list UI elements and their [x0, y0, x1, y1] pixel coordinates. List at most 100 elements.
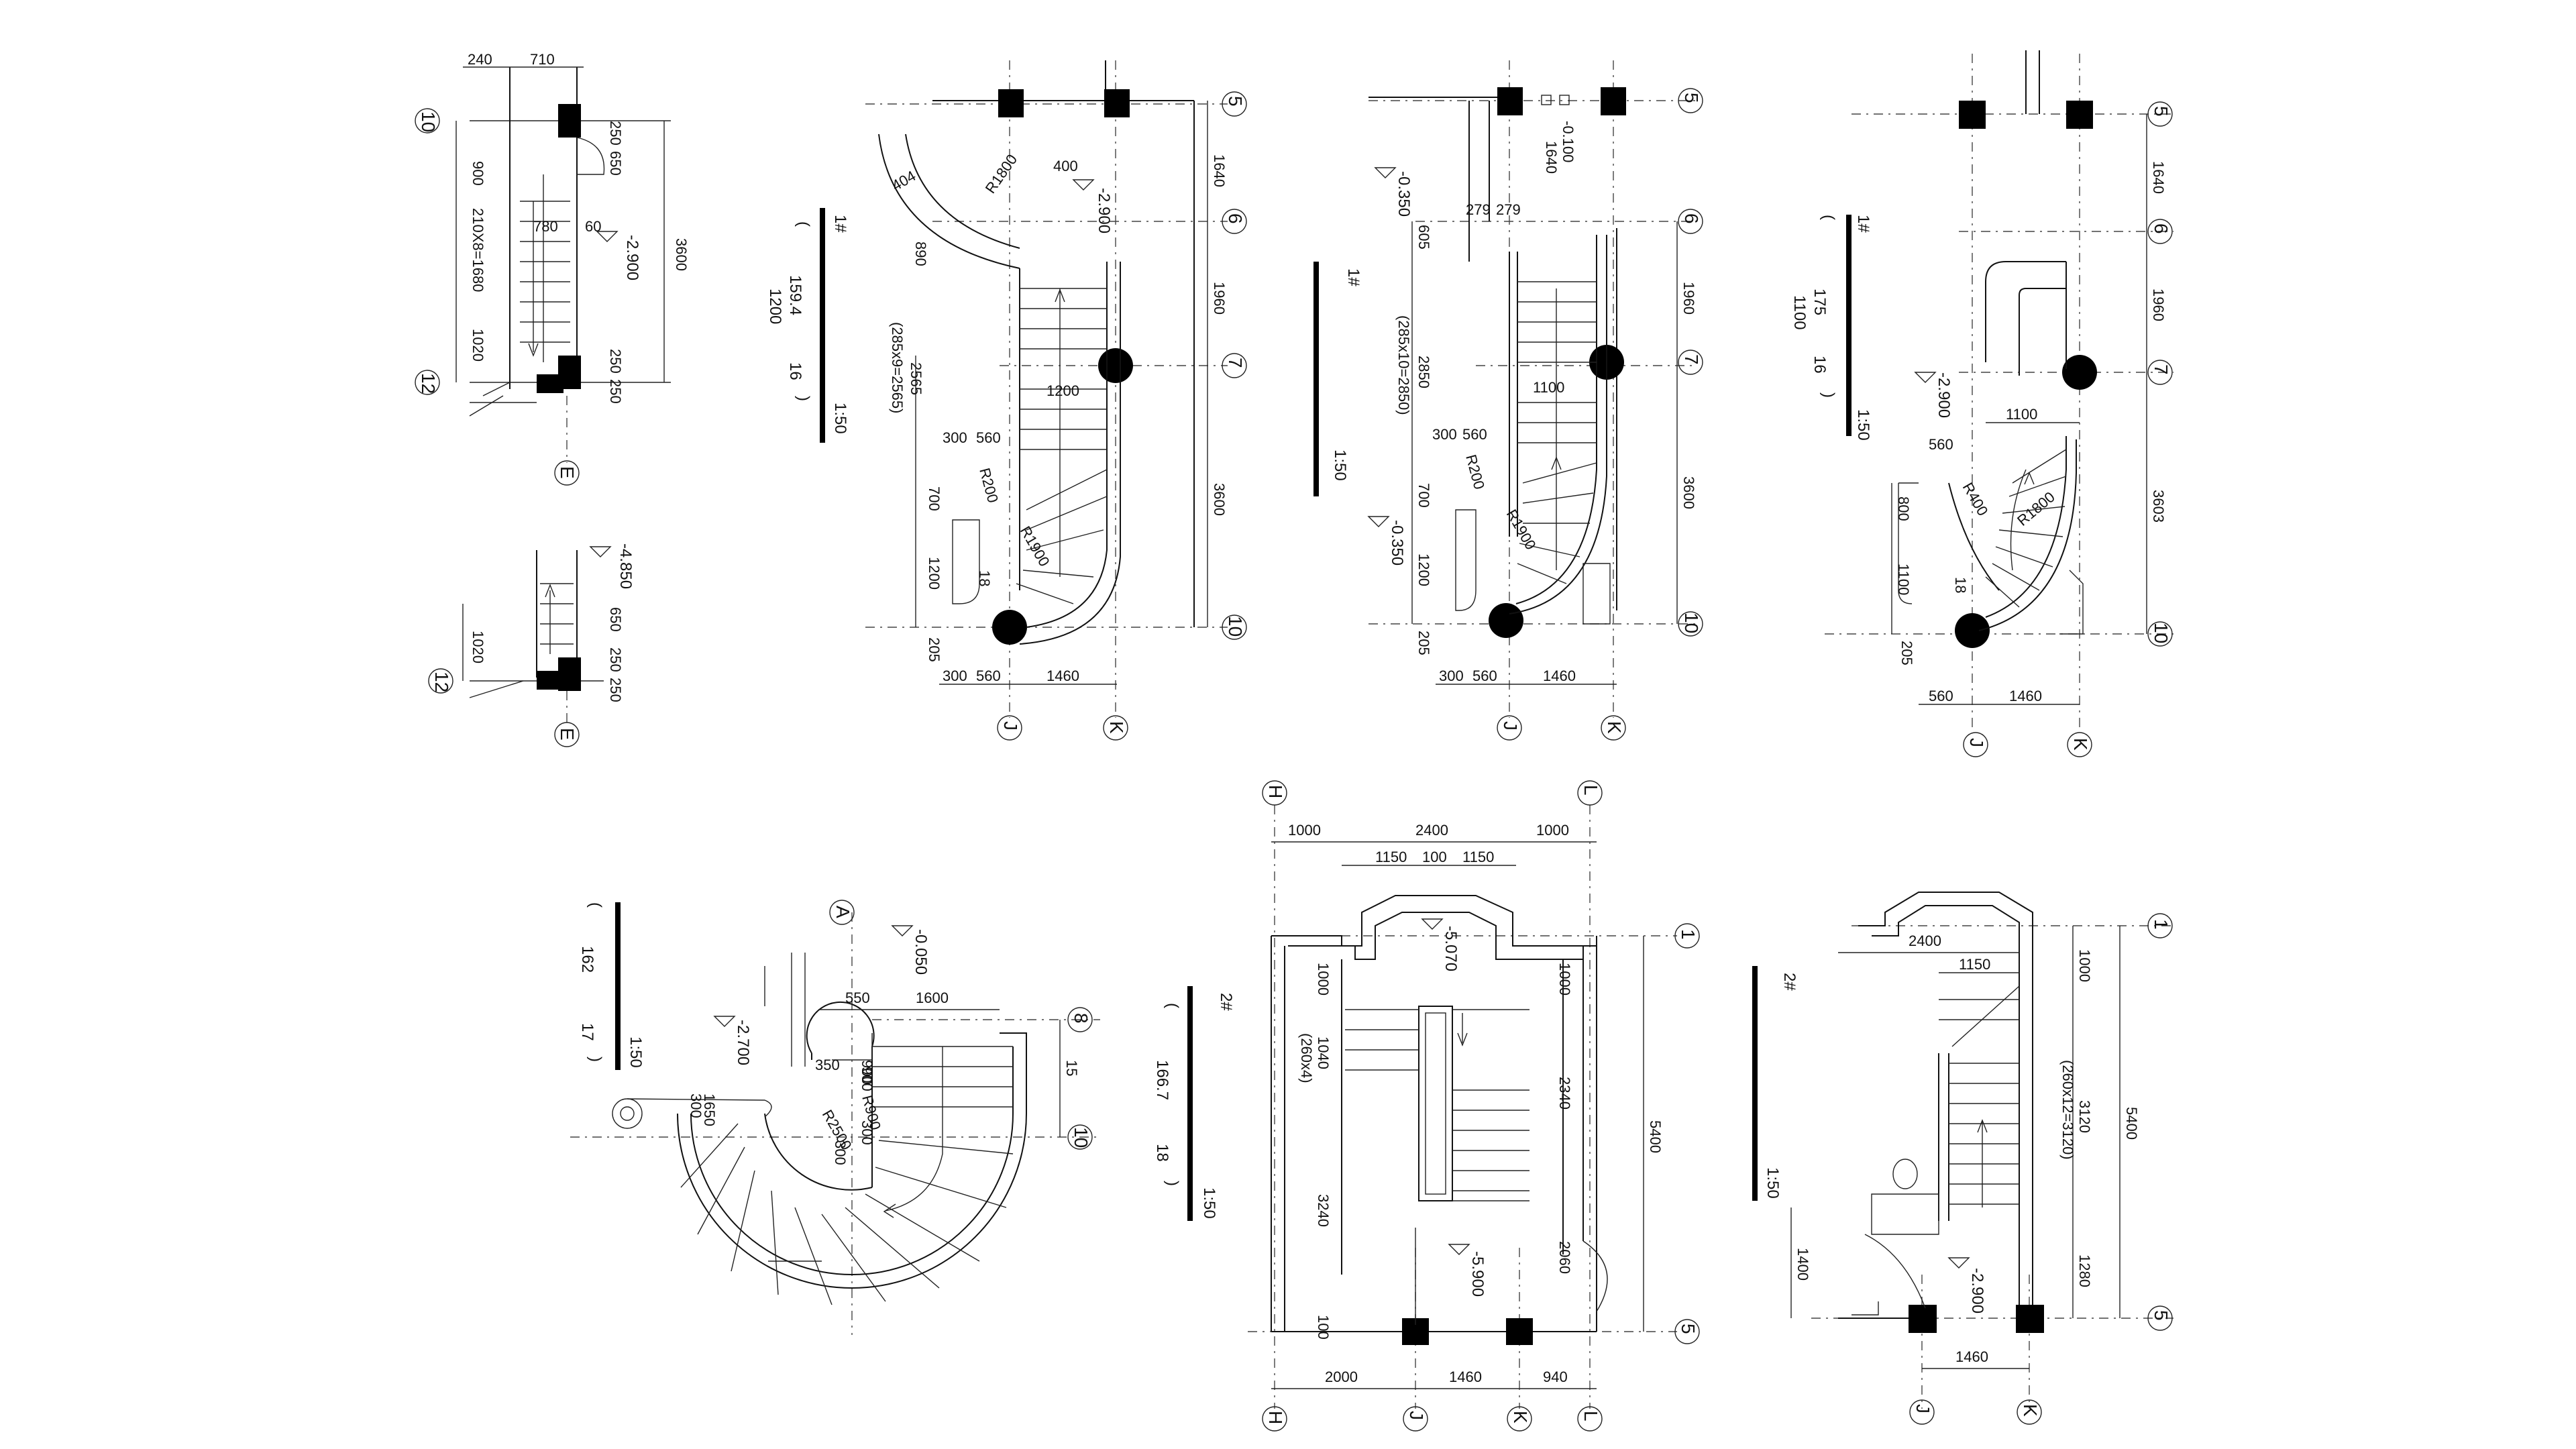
dim-text: 2060	[1556, 1241, 1573, 1274]
grid-bubble: 5	[1222, 91, 1247, 117]
dim-text: 710	[530, 51, 555, 68]
dim-text: 400	[1053, 158, 1078, 174]
svg-text:1:50: 1:50	[1200, 1187, 1218, 1219]
grid-bubble: 12	[428, 668, 453, 694]
dim-text: 1000	[1288, 822, 1321, 839]
svg-text:(: (	[586, 902, 604, 908]
svg-text:7: 7	[1681, 354, 1702, 365]
dim-text: 3600	[673, 238, 690, 271]
dim-text: 1960	[1211, 282, 1228, 315]
grid-bubble: 5	[1674, 1319, 1700, 1344]
stair-treads	[1016, 288, 1108, 604]
dim-text: 1640	[1211, 154, 1228, 187]
dim-text: (285x10=2850)	[1395, 315, 1412, 415]
column-mark	[2066, 101, 2093, 129]
svg-text:J: J	[1966, 738, 1987, 747]
svg-text:1#: 1#	[1344, 268, 1362, 286]
dim-text: 1000	[1315, 963, 1332, 996]
svg-text:16: 16	[786, 362, 804, 380]
dim-text: 3240	[1315, 1194, 1332, 1227]
svg-text:10: 10	[418, 111, 439, 132]
grid-bubble: 5	[2147, 101, 2173, 127]
dim-text: 1640	[1543, 141, 1560, 174]
grid-bubble: H	[1262, 1406, 1287, 1432]
svg-text:159.4: 159.4	[786, 275, 804, 315]
svg-text:6: 6	[1681, 213, 1702, 224]
dim-text: 900	[859, 1067, 875, 1091]
grid-bubble: K	[1103, 715, 1128, 741]
svg-text:5: 5	[2151, 106, 2171, 117]
dim-text: R1900	[1017, 523, 1053, 570]
svg-text:5: 5	[2151, 1310, 2171, 1321]
dim-text: 404	[889, 167, 918, 194]
dim-text: 900	[859, 1060, 875, 1085]
svg-text:175: 175	[1811, 288, 1829, 315]
svg-text:L: L	[1580, 1411, 1601, 1421]
dim-text: 18	[1952, 577, 1969, 593]
grid-bubble: 10	[1678, 611, 1703, 637]
svg-text:1#: 1#	[831, 215, 849, 233]
column-mark	[1909, 1305, 1937, 1333]
dim-text: 250	[607, 678, 624, 702]
dim-text: 700	[1415, 483, 1432, 508]
dim-text: 940	[1543, 1368, 1568, 1385]
column-mark	[2016, 1305, 2044, 1333]
dim-text: 15	[1063, 1060, 1080, 1076]
dim-text: 550	[845, 989, 870, 1006]
dim-text: 1150	[1462, 849, 1494, 865]
dim-text: 2400	[1415, 822, 1448, 839]
stair-treads	[1939, 999, 2019, 1205]
svg-text:1: 1	[2151, 919, 2171, 930]
dim-text: 605	[1415, 225, 1432, 250]
svg-text:E: E	[557, 466, 578, 479]
dim-text: 1000	[1536, 822, 1569, 839]
dim-text: 300	[1439, 667, 1464, 684]
svg-text:1:50: 1:50	[831, 402, 849, 434]
grid-bubble: K	[2017, 1399, 2042, 1425]
grid-bubble: 10	[1222, 614, 1247, 640]
svg-text:J: J	[1000, 721, 1021, 731]
svg-text:1200: 1200	[766, 288, 784, 324]
dim-text: R1800	[2014, 488, 2058, 529]
dim-text: 560	[976, 667, 1001, 684]
dim-text: 1100	[1533, 379, 1564, 396]
svg-text:1#: 1#	[1854, 215, 1872, 233]
svg-text:18: 18	[1153, 1144, 1171, 1162]
dim-text: 3603	[2150, 490, 2167, 523]
grid-bubble: E	[554, 691, 580, 747]
dim-text: 1100	[1895, 564, 1912, 595]
grid-bubble: 1	[1674, 923, 1700, 949]
grid-bubble: J	[997, 715, 1022, 741]
grid-bubble: 6	[1222, 209, 1247, 234]
dim-text: (285x9=2565)	[889, 322, 906, 413]
caption-block: ( 162 17 ) 1:50	[578, 902, 645, 1070]
dim-text: 205	[1415, 631, 1432, 655]
dim-text: 650	[607, 607, 624, 632]
dim-text: 2000	[1325, 1368, 1358, 1385]
dim-text: 205	[926, 637, 943, 662]
grid-bubble: L	[1577, 1406, 1603, 1432]
dim-text: 205	[1898, 641, 1915, 665]
svg-text:1100: 1100	[1790, 295, 1809, 330]
dim-text: 1000	[1556, 963, 1573, 996]
svg-text:1:50: 1:50	[1331, 449, 1349, 481]
dim-text: 1400	[1794, 1248, 1811, 1281]
column-mark	[998, 89, 1024, 117]
grid-bubble: L	[1577, 780, 1603, 806]
level-mark: -5.070	[1442, 926, 1460, 971]
dim-text: 279	[1466, 201, 1491, 218]
dim-text: 1100	[2006, 406, 2037, 423]
dim-text: 1040	[1315, 1036, 1332, 1069]
dim-text: 1460	[1046, 667, 1079, 684]
svg-text:(: (	[1163, 1003, 1181, 1008]
dim-text: 560	[976, 429, 1001, 446]
dim-text: -0.100	[1560, 121, 1576, 162]
column-mark	[1506, 1318, 1533, 1345]
svg-text:7: 7	[1225, 358, 1246, 368]
svg-text:H: H	[1265, 785, 1286, 798]
dim-text: R400	[1960, 480, 1992, 519]
dim-text: 250	[607, 647, 624, 672]
svg-text:5: 5	[1678, 1324, 1699, 1334]
grid-bubble: 7	[1222, 353, 1247, 378]
dim-text: 1960	[1680, 282, 1697, 315]
